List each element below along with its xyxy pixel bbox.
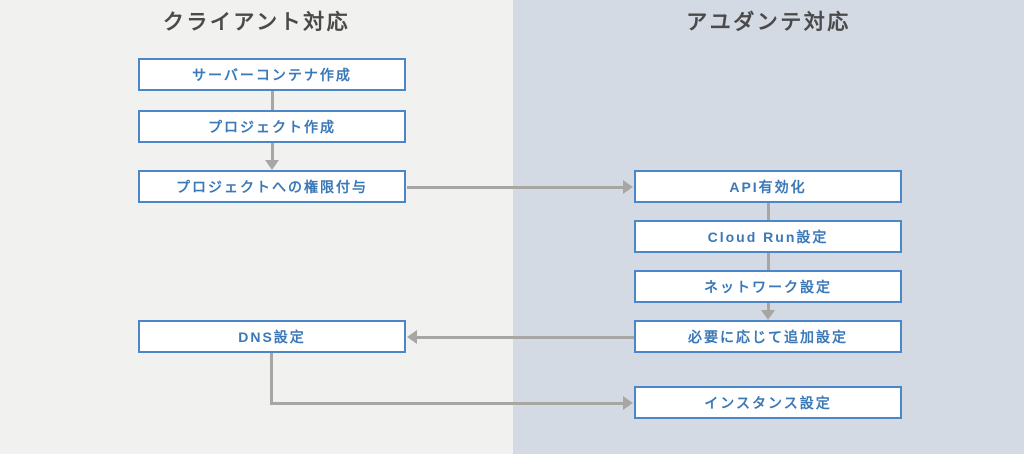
node-network-settings[interactable]: ネットワーク設定 xyxy=(634,270,902,303)
node-api-enable[interactable]: API有効化 xyxy=(634,170,902,203)
edge-dns-settings-to-instance-settings-vertical xyxy=(270,353,273,405)
node-cloud-run-settings[interactable]: Cloud Run設定 xyxy=(634,220,902,253)
arrowhead-down-project-permission-grant xyxy=(265,160,279,170)
edge-dns-settings-to-instance-settings-horizontal xyxy=(270,402,625,405)
column-title-client: クライアント対応 xyxy=(162,11,351,34)
edge-server-container-create-to-project-create xyxy=(271,90,274,110)
arrowhead-left-dns-settings xyxy=(407,330,417,344)
edge-additional-settings-to-dns-settings xyxy=(417,336,635,339)
node-project-permission-grant[interactable]: プロジェクトへの権限付与 xyxy=(138,170,406,203)
edge-cloud-run-settings-to-network-settings xyxy=(767,253,770,270)
node-dns-settings[interactable]: DNS設定 xyxy=(138,320,406,353)
node-instance-settings[interactable]: インスタンス設定 xyxy=(634,386,902,419)
edge-network-settings-to-additional-settings xyxy=(767,303,770,312)
edge-project-permission-grant-to-api-enable xyxy=(407,186,625,189)
node-additional-settings[interactable]: 必要に応じて追加設定 xyxy=(634,320,902,353)
edge-api-enable-to-cloud-run-settings xyxy=(767,203,770,220)
arrowhead-right-instance-settings xyxy=(623,396,633,410)
arrowhead-down-additional-settings xyxy=(761,310,775,320)
node-project-create[interactable]: プロジェクト作成 xyxy=(138,110,406,143)
column-title-ayudante: アユダンテ対応 xyxy=(686,11,851,34)
node-server-container-create[interactable]: サーバーコンテナ作成 xyxy=(138,58,406,91)
arrowhead-right-api-enable xyxy=(623,180,633,194)
edge-project-create-to-project-permission-grant xyxy=(271,143,274,162)
